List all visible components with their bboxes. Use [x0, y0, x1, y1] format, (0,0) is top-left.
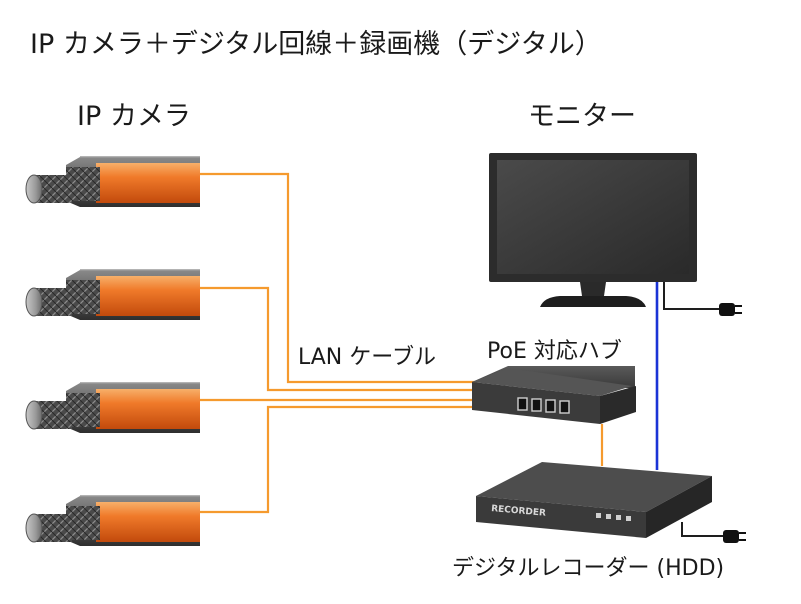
recorder-front	[476, 496, 646, 538]
monitor-power-cord	[663, 282, 720, 310]
hub-label: PoE 対応ハブ	[487, 339, 622, 364]
camera-body	[96, 502, 200, 542]
monitor-power-plug-icon	[719, 303, 742, 316]
camera-2	[25, 269, 200, 320]
poe-hub-side	[600, 386, 636, 424]
monitor-label: モニター	[528, 101, 636, 132]
camera-lens-icon	[25, 513, 43, 543]
recorder-power-cord	[681, 522, 724, 537]
camera-lens-icon	[25, 174, 43, 204]
poe-hub-ports	[517, 397, 570, 414]
lan-cable-2	[200, 286, 476, 392]
monitor	[489, 153, 742, 316]
poe-port-2	[531, 398, 542, 412]
camera-3	[25, 382, 200, 433]
camera-4	[25, 495, 200, 546]
page-title: IP カメラ＋デジタル回線＋録画機（デジタル）	[30, 29, 602, 60]
lan-cable-1	[200, 172, 476, 384]
recorder-front-label: RECORDER	[491, 504, 547, 519]
camera-lens-icon	[25, 287, 43, 317]
recorder-top	[476, 462, 712, 512]
recorder-side	[646, 476, 712, 538]
poe-hub	[472, 366, 636, 424]
poe-hub-top-face	[472, 368, 632, 396]
recorder-power-plug-icon	[723, 530, 746, 543]
camera-body	[96, 163, 200, 203]
poe-port-3	[545, 399, 556, 413]
camera-lens-icon	[25, 400, 43, 430]
poe-port-4	[559, 400, 570, 414]
lan-cables	[200, 172, 604, 514]
recorder-label: デジタルレコーダー (HDD)	[452, 556, 724, 581]
camera-1	[25, 156, 200, 207]
cameras-label: IP カメラ	[77, 101, 191, 132]
recorder: RECORDER	[476, 462, 746, 543]
monitor-stand-base	[540, 296, 646, 307]
recorder-button-4	[626, 516, 631, 521]
camera-group	[25, 156, 200, 546]
recorder-button-1	[596, 513, 601, 518]
poe-port-1	[517, 397, 528, 411]
recorder-button-2	[606, 514, 611, 519]
lan-cable-4	[200, 405, 476, 514]
recorder-button-3	[616, 515, 621, 520]
camera-body	[96, 276, 200, 316]
monitor-stand-neck	[580, 282, 606, 296]
monitor-screen	[497, 160, 689, 274]
cable-label: LAN ケーブル	[298, 345, 436, 370]
camera-body	[96, 389, 200, 429]
